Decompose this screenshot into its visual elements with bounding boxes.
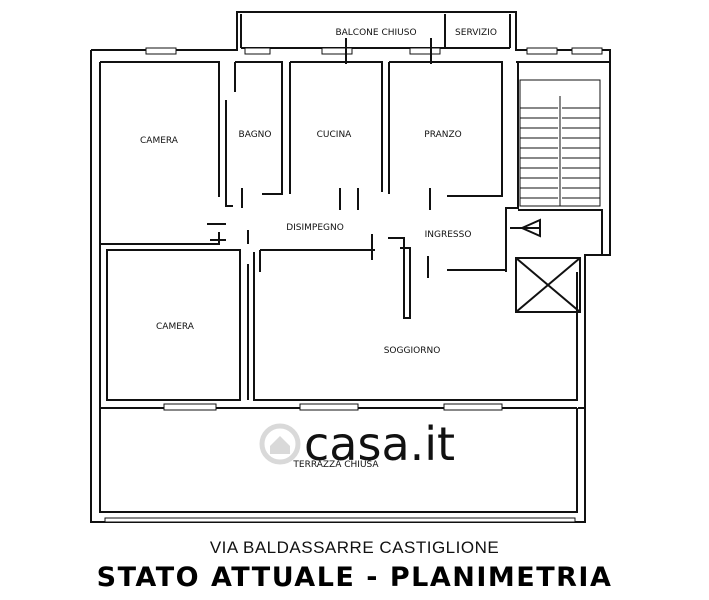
camera-1-wall xyxy=(100,61,220,245)
room-label-ingresso: INGRESSO xyxy=(425,230,472,240)
window xyxy=(443,403,503,411)
room-label-disimpegno: DISIMPEGNO xyxy=(286,223,344,233)
corridor-wall xyxy=(247,230,375,400)
doors xyxy=(207,38,541,278)
outer-wall xyxy=(91,11,611,409)
lift-wall xyxy=(515,257,581,313)
room-labels: BALCONE CHIUSO SERVIZIO CAMERA BAGNO CUC… xyxy=(140,28,497,470)
windows xyxy=(104,47,603,523)
watermark: casa.it xyxy=(259,417,455,471)
balcony-wall xyxy=(240,14,511,49)
room-label-pranzo: PRANZO xyxy=(424,130,461,140)
stairs xyxy=(519,79,601,207)
window xyxy=(299,403,359,411)
room-label-camera-2: CAMERA xyxy=(156,322,195,332)
room-label-camera-1: CAMERA xyxy=(140,136,179,146)
bagno-wall xyxy=(225,61,283,207)
window xyxy=(244,47,271,55)
room-label-terrazza-chiusa: TERRAZZA CHIUSA xyxy=(292,460,379,470)
house-icon xyxy=(259,423,301,465)
window xyxy=(104,517,576,523)
room-label-bagno: BAGNO xyxy=(239,130,272,140)
address: VIA BALDASSARRE CASTIGLIONE xyxy=(209,538,500,557)
soggiorno-wall xyxy=(253,252,578,401)
stair-wall xyxy=(505,61,610,272)
window xyxy=(145,47,177,55)
window xyxy=(571,47,603,55)
window xyxy=(163,403,217,411)
window xyxy=(321,47,353,55)
room-label-balcone-chiuso: BALCONE CHIUSO xyxy=(335,28,416,38)
pranzo-wall xyxy=(388,61,503,197)
window xyxy=(409,47,441,55)
room-label-soggiorno: SOGGIORNO xyxy=(384,346,441,356)
cucina-wall xyxy=(289,61,383,194)
room-label-cucina: CUCINA xyxy=(317,130,353,140)
watermark-text: casa.it xyxy=(304,417,455,471)
ingresso-wall xyxy=(388,237,506,319)
room-label-servizio: SERVIZIO xyxy=(455,28,497,38)
plan-caption: STATO ATTUALE - PLANIMETRIA xyxy=(96,562,613,593)
camera-2-wall xyxy=(106,249,241,401)
window xyxy=(526,47,558,55)
